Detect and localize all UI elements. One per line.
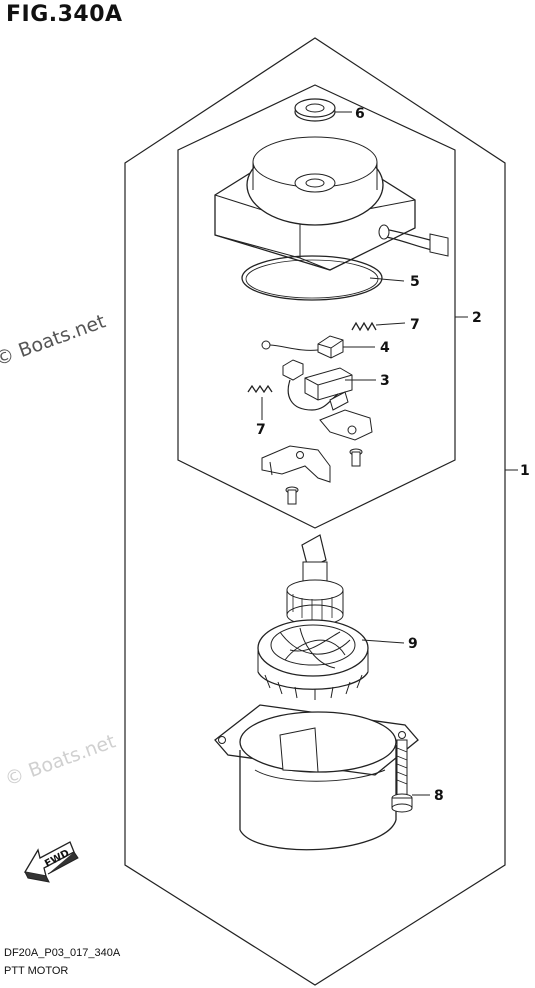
- callout-9: 9: [408, 636, 418, 652]
- figure-name: PTT MOTOR: [4, 965, 69, 977]
- fwd-arrow-icon: FWD: [23, 841, 79, 883]
- callout-1: 1: [520, 463, 530, 479]
- spring-part-7-upper[interactable]: [351, 321, 377, 332]
- figure-code: DF20A_P03_017_340A: [4, 947, 121, 959]
- callout-6: 6: [355, 106, 365, 122]
- callout-5: 5: [410, 274, 420, 290]
- spring-part-7-lower[interactable]: [247, 384, 273, 394]
- brush-holder-part-3[interactable]: [282, 359, 353, 411]
- figure-title: FIG.340A: [6, 2, 123, 27]
- brush-plate-left[interactable]: [261, 445, 331, 483]
- callout-8: 8: [434, 788, 444, 804]
- bearing-part-6[interactable]: [294, 98, 336, 122]
- callout-7-upper: 7: [410, 317, 420, 333]
- kit-2-outline: [177, 84, 456, 529]
- callout-2: 2: [472, 310, 482, 326]
- plate-screw-right[interactable]: [349, 448, 363, 467]
- brush-part-4[interactable]: [261, 335, 344, 359]
- callout-7-lower: 7: [256, 422, 266, 438]
- assembly-1-outline: [124, 37, 506, 986]
- leader-lines: [261, 111, 518, 796]
- plate-screw-left[interactable]: [285, 486, 299, 505]
- callout-3: 3: [380, 373, 390, 389]
- brush-plate-right[interactable]: [319, 409, 373, 441]
- callout-4: 4: [380, 340, 390, 356]
- bolt-part-8[interactable]: [391, 739, 413, 813]
- armature-part-9[interactable]: [257, 534, 369, 700]
- motor-end-cover[interactable]: [214, 136, 449, 271]
- motor-yoke-housing[interactable]: [214, 704, 419, 851]
